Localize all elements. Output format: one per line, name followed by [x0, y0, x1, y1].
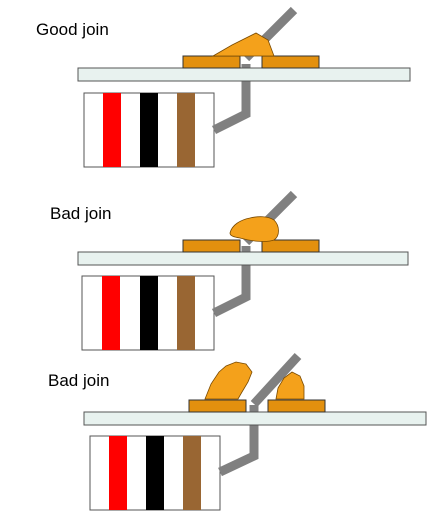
copper-pad-right	[261, 239, 320, 253]
panel-1-caption: Good join	[36, 20, 109, 39]
circuit-board	[83, 411, 427, 426]
band-black	[146, 436, 164, 510]
copper-pad-right	[261, 55, 320, 69]
solder-lump-right	[275, 371, 305, 400]
circuit-board	[77, 67, 411, 82]
copper-pad-right	[267, 399, 326, 413]
panel-3-caption: Bad join	[48, 371, 109, 390]
resistor	[81, 275, 215, 351]
resistor	[89, 435, 221, 511]
band-black	[140, 93, 158, 167]
panel-bad-join-2: Bad join	[48, 352, 427, 511]
band-red	[102, 276, 120, 350]
band-brown	[177, 93, 195, 167]
band-red	[109, 436, 127, 510]
band-brown	[183, 436, 201, 510]
panel-2-caption: Bad join	[50, 204, 111, 223]
resistor	[83, 92, 215, 168]
copper-pad-left	[188, 399, 247, 413]
solder-lump-left	[204, 361, 253, 400]
solder-blob	[229, 216, 279, 242]
lead-tip	[250, 352, 302, 408]
band-black	[140, 276, 158, 350]
copper-pad-left	[182, 55, 241, 69]
band-red	[103, 93, 121, 167]
solder-fillet	[211, 32, 275, 57]
band-brown	[177, 276, 195, 350]
circuit-board	[77, 251, 409, 266]
panel-bad-join-1: Bad join	[50, 190, 409, 351]
copper-pad-left	[182, 239, 241, 253]
panel-good-join: Good join	[36, 6, 411, 168]
